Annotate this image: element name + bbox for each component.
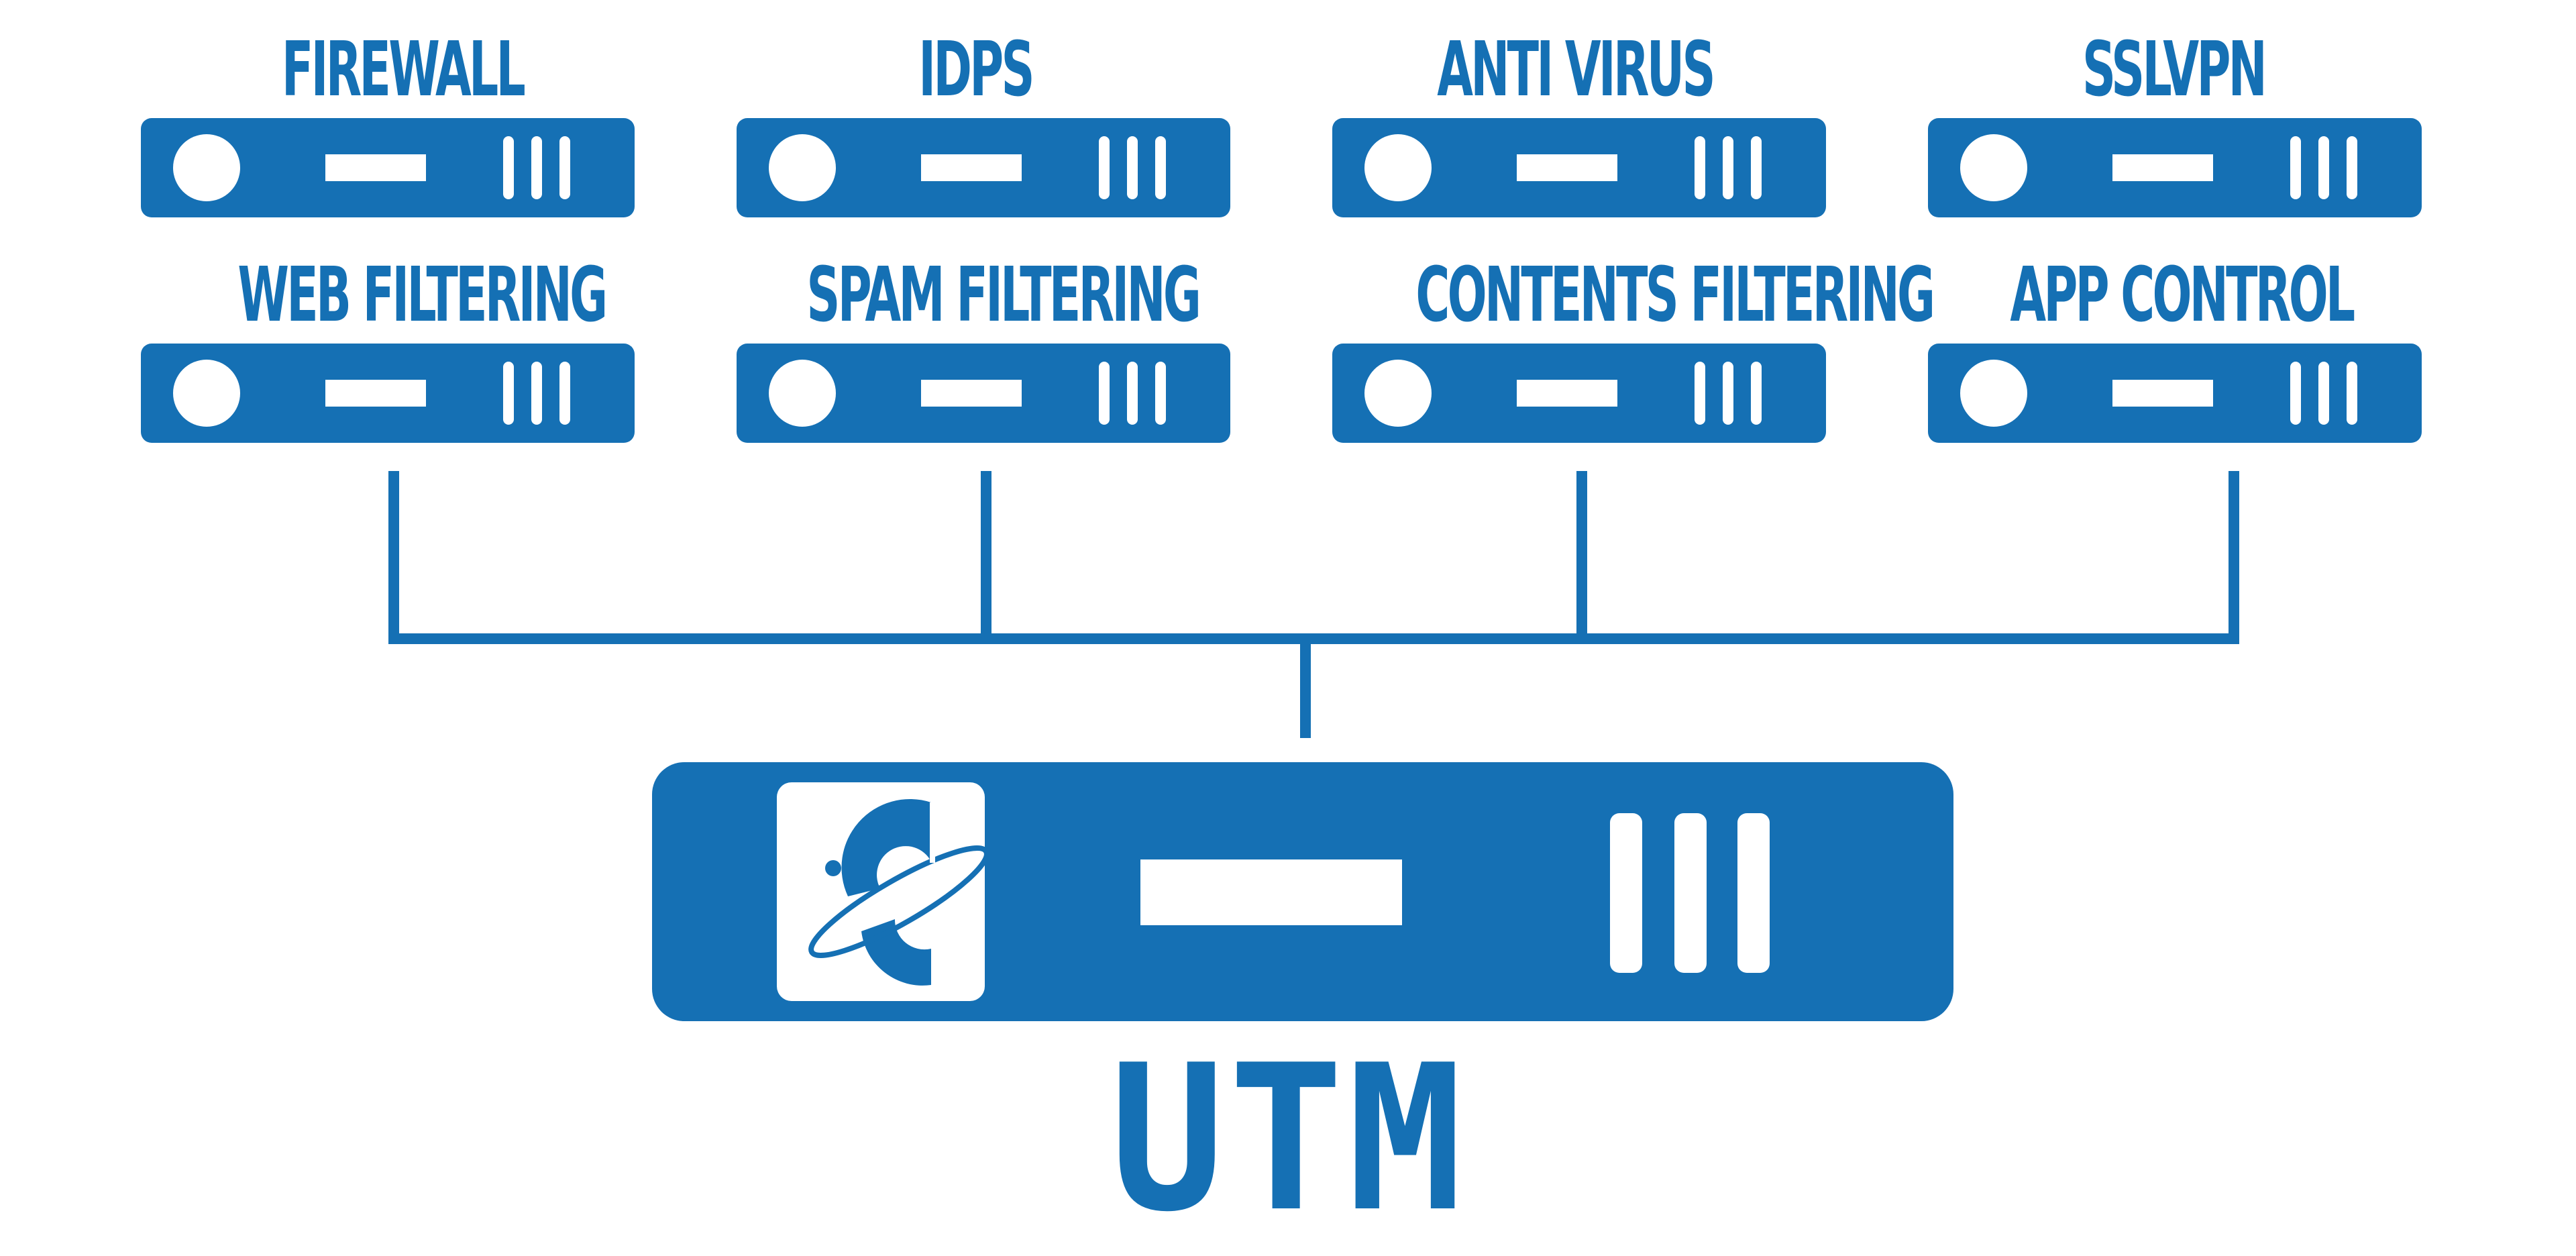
module-unit-spam-filtering bbox=[737, 344, 1230, 443]
drive-slot-icon bbox=[2112, 380, 2213, 407]
status-light-icon bbox=[1364, 360, 1432, 427]
vent-bar-icon bbox=[1695, 362, 1705, 425]
module-unit-app-control bbox=[1928, 344, 2422, 443]
status-light-icon bbox=[769, 360, 836, 427]
drive-slot-icon bbox=[921, 380, 1022, 407]
vent-bar-icon bbox=[1127, 136, 1138, 199]
utm-appliance bbox=[652, 762, 1953, 1021]
utm-vent-bar-icon bbox=[1610, 813, 1642, 973]
vent-bar-icon bbox=[1751, 136, 1762, 199]
drive-slot-icon bbox=[325, 380, 426, 407]
module-unit-contents-filtering bbox=[1332, 344, 1826, 443]
vent-bar-icon bbox=[559, 362, 570, 425]
vent-bar-icon bbox=[503, 136, 514, 199]
status-light-icon bbox=[173, 360, 240, 427]
module-unit-anti-virus bbox=[1332, 118, 1826, 217]
utm-vent-bar-icon bbox=[1674, 813, 1707, 973]
vent-bar-icon bbox=[1751, 362, 1762, 425]
status-light-icon bbox=[1960, 134, 2027, 201]
vent-bar-icon bbox=[1099, 136, 1110, 199]
module-label-sslvpn: SSLVPN bbox=[2082, 26, 2267, 113]
module-unit-web-filtering bbox=[141, 344, 635, 443]
vent-bar-icon bbox=[503, 362, 514, 425]
drive-slot-icon bbox=[325, 154, 426, 181]
vent-bar-icon bbox=[2347, 136, 2357, 199]
module-label-anti-virus: ANTI VIRUS bbox=[1437, 26, 1715, 113]
drive-slot-icon bbox=[2112, 154, 2213, 181]
drive-slot-icon bbox=[921, 154, 1022, 181]
vent-bar-icon bbox=[1695, 136, 1705, 199]
status-light-icon bbox=[173, 134, 240, 201]
vent-bar-icon bbox=[1127, 362, 1138, 425]
vent-bar-icon bbox=[2318, 136, 2329, 199]
vent-bar-icon bbox=[1155, 362, 1166, 425]
status-light-icon bbox=[1960, 360, 2027, 427]
utm-vent-bar-icon bbox=[1737, 813, 1770, 973]
utm-title: UTM bbox=[1110, 1022, 1466, 1256]
vent-bar-icon bbox=[2290, 136, 2301, 199]
vent-bar-icon bbox=[1099, 362, 1110, 425]
vent-bar-icon bbox=[1155, 136, 1166, 199]
module-label-app-control: APP CONTROL bbox=[2010, 252, 2355, 339]
vent-bar-icon bbox=[2290, 362, 2301, 425]
drive-slot-icon bbox=[1517, 380, 1617, 407]
vent-bar-icon bbox=[2347, 362, 2357, 425]
vent-bar-icon bbox=[1723, 362, 1733, 425]
module-label-web-filtering: WEB FILTERING bbox=[237, 252, 608, 339]
module-label-firewall: FIREWALL bbox=[281, 26, 526, 113]
module-unit-firewall bbox=[141, 118, 635, 217]
vent-bar-icon bbox=[531, 362, 542, 425]
utm-drive-slot-icon bbox=[1140, 859, 1402, 925]
status-light-icon bbox=[769, 134, 836, 201]
module-unit-sslvpn bbox=[1928, 118, 2422, 217]
vent-bar-icon bbox=[2318, 362, 2329, 425]
module-label-idps: IDPS bbox=[918, 26, 1034, 113]
status-light-icon bbox=[1364, 134, 1432, 201]
utm-logo-panel bbox=[777, 782, 985, 1001]
vent-bar-icon bbox=[531, 136, 542, 199]
module-unit-idps bbox=[737, 118, 1230, 217]
vent-bar-icon bbox=[1723, 136, 1733, 199]
vent-bar-icon bbox=[559, 136, 570, 199]
planet-logo-icon bbox=[808, 799, 985, 986]
drive-slot-icon bbox=[1517, 154, 1617, 181]
